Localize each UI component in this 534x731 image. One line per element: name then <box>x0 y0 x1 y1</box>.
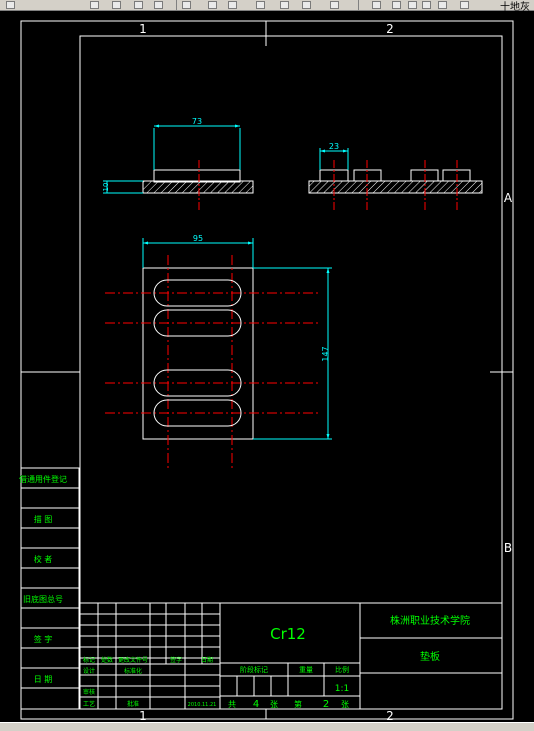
text-style-icon[interactable] <box>182 1 191 9</box>
cad-toolbar: 十地灰 <box>0 0 534 13</box>
title-block-border <box>79 602 503 710</box>
calculator-icon[interactable] <box>330 1 339 9</box>
raised-block <box>153 169 241 183</box>
change-header-sign: 签字 <box>170 656 182 664</box>
arrowhead-icon <box>154 124 159 128</box>
arrowhead-icon <box>143 241 148 245</box>
approve-label: 批准 <box>127 700 139 708</box>
change-header-date: 日期 <box>201 656 213 664</box>
markup-icon[interactable] <box>302 1 311 9</box>
arrowhead-icon <box>320 149 325 153</box>
layer-icon[interactable] <box>6 1 15 9</box>
sheet-no-unit: 张 <box>341 700 349 709</box>
arrowhead-icon <box>326 434 330 439</box>
column-mark-1: 1 <box>139 22 147 36</box>
row-mark-a: A <box>504 191 513 205</box>
hatched-section <box>308 180 483 194</box>
toolbar-separator <box>358 0 359 10</box>
status-bar <box>0 722 534 731</box>
strip-label-old-no: 旧底图总号 <box>23 594 63 604</box>
scale-header: 比例 <box>335 665 349 674</box>
color-swatch-icon[interactable] <box>422 1 431 9</box>
properties-icon[interactable] <box>208 1 217 9</box>
scale-value: 1:1 <box>335 684 349 694</box>
slot-4 <box>153 399 242 427</box>
material-name: Cr12 <box>270 625 306 643</box>
layer-name-label[interactable]: 十地灰 <box>500 2 530 13</box>
lock-icon[interactable] <box>408 1 417 9</box>
strip-label-check: 校 者 <box>34 554 53 564</box>
sheet-no-value: 2 <box>323 699 329 710</box>
column-mark-1-bottom: 1 <box>139 709 147 722</box>
plate-outline <box>142 267 254 440</box>
change-header-mark: 标记 <box>83 656 95 664</box>
dimension-width-right: 23 <box>329 142 339 151</box>
standardization-label: 标准化 <box>124 667 142 675</box>
front-view-left: 73 10 <box>102 117 254 210</box>
weight-header: 重量 <box>299 666 313 674</box>
title-block: 标记 处数 更改文件号 签字 日期 设计 标准化 审核 工艺 批准 2010.1… <box>79 602 503 710</box>
change-header-doc: 更改文件号 <box>118 656 148 664</box>
toolbar-separator <box>176 0 177 10</box>
dimension-plan-width: 95 <box>193 234 203 243</box>
slot-3 <box>153 369 242 397</box>
arrowhead-icon <box>235 124 240 128</box>
layer-dropdown-icon[interactable] <box>460 1 469 9</box>
school-name: 株洲职业技术学院 <box>390 614 470 627</box>
front-view-right: 23 <box>308 142 483 210</box>
sheets-total-value: 4 <box>253 699 259 710</box>
sun-icon[interactable] <box>392 1 401 9</box>
strip-label-date: 日 期 <box>34 675 53 684</box>
sheets-total-unit: 张 <box>270 700 278 709</box>
sheet-set-icon[interactable] <box>280 1 289 9</box>
row-mark-b: B <box>504 541 512 555</box>
slot-1 <box>153 279 242 307</box>
sheet-no-label: 第 <box>294 699 302 709</box>
tool-palette-icon[interactable] <box>256 1 265 9</box>
strip-label-trace: 描 图 <box>34 514 53 524</box>
layer-state-icon[interactable] <box>372 1 381 9</box>
column-mark-2-bottom: 2 <box>386 709 394 722</box>
left-strip-table: 借通用件登记 描 图 校 者 旧底图总号 签 字 日 期 <box>19 467 80 710</box>
stage-header: 阶段标记 <box>240 665 268 674</box>
date-value: 2010.11.21 <box>188 702 217 708</box>
hatched-section <box>142 180 254 194</box>
arrowhead-icon <box>248 241 253 245</box>
design-label: 设计 <box>83 667 95 675</box>
slot-2 <box>153 309 242 337</box>
dimension-width-left: 73 <box>192 117 202 126</box>
sheets-total-label: 共 <box>228 700 236 709</box>
pan-icon[interactable] <box>90 1 99 9</box>
column-mark-2: 2 <box>386 22 394 36</box>
strip-label-sign: 签 字 <box>34 634 53 644</box>
strip-label-register: 借通用件登记 <box>19 474 67 484</box>
plan-view: 95 147 <box>105 234 332 470</box>
change-header-count: 处数 <box>101 656 113 664</box>
dimension-plan-height: 147 <box>321 346 330 361</box>
dimension-thickness: 10 <box>102 183 110 192</box>
zoom-realtime-icon[interactable] <box>112 1 121 9</box>
arrowhead-icon <box>326 268 330 273</box>
design-center-icon[interactable] <box>228 1 237 9</box>
arrowhead-icon <box>343 149 348 153</box>
review-label: 审核 <box>83 688 95 696</box>
layer-freeze-icon[interactable] <box>438 1 447 9</box>
process-label: 工艺 <box>83 700 95 708</box>
outer-sheet-border <box>20 20 514 720</box>
zoom-window-icon[interactable] <box>134 1 143 9</box>
zoom-previous-icon[interactable] <box>154 1 163 9</box>
drawing-canvas: 1 2 1 2 A B 73 10 <box>19 20 514 722</box>
part-name: 垫板 <box>420 650 440 663</box>
